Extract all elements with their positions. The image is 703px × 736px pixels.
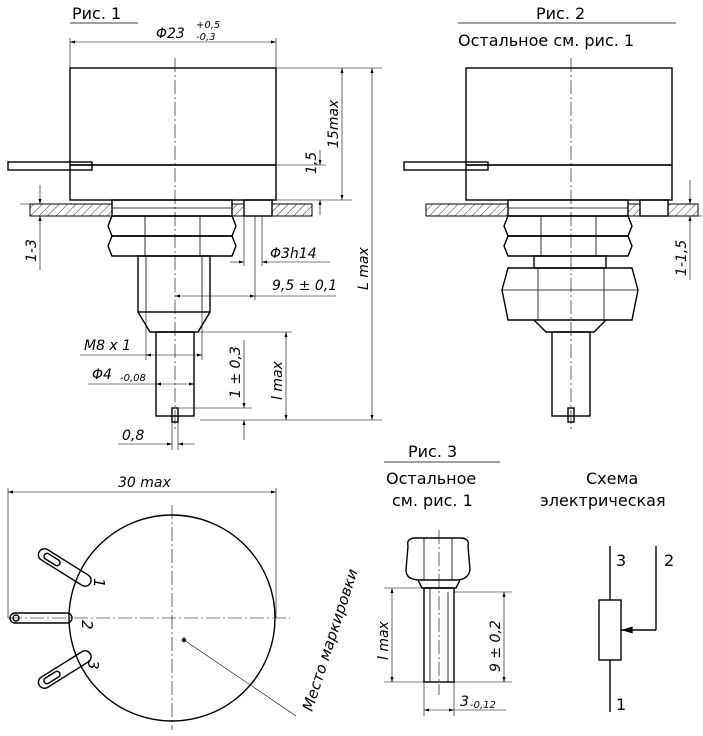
fig2-subtitle: Остальное см. рис. 1 xyxy=(458,31,634,50)
fig1-dim-1-3: 1-3 xyxy=(24,239,40,262)
schematic-title-1: Схема xyxy=(586,469,638,488)
resistor xyxy=(598,599,622,661)
figure-3: Рис. 3 Остальное см. рис. 1 l max 9 ± 0,… xyxy=(376,442,512,716)
fig1-nut xyxy=(107,215,237,237)
fig2-panel xyxy=(425,203,509,217)
fig1-dim-15max: 15max xyxy=(326,99,342,148)
schematic-title-2: электрическая xyxy=(540,491,666,510)
fig1-housing xyxy=(69,67,277,166)
fig3-subtitle-1: Остальное xyxy=(386,469,476,488)
fig1-panel xyxy=(29,203,113,217)
fig1-title: Рис. 1 xyxy=(72,4,121,23)
schematic-pin-2: 2 xyxy=(664,551,674,570)
figure-2: Рис. 2 Остальное см. рис. 1 1-1,5 xyxy=(403,4,702,430)
bottom-view: 30 max 1 2 3 Место маркировки xyxy=(7,475,362,730)
fig1-dim-1-03: 1 ± 0,3 xyxy=(228,346,244,398)
terminal-3 xyxy=(37,650,92,689)
fig1-housing-base xyxy=(69,164,277,201)
fig1-dim-phi4-tol: -0,08 xyxy=(120,373,146,384)
bottom-pin-1: 1 xyxy=(90,578,108,588)
terminal-2 xyxy=(9,612,73,624)
fig1-dim-tol-upper: +0,5 xyxy=(196,20,220,31)
terminal-1 xyxy=(37,548,92,587)
bottom-dim-30: 30 max xyxy=(118,475,171,491)
fig3-dim-9: 9 ± 0,2 xyxy=(488,620,504,672)
fig3-dim-l: l max xyxy=(376,620,392,660)
fig3-dim-3-tol: -0,12 xyxy=(470,700,496,711)
bottom-pin-3: 3 xyxy=(84,660,102,670)
schematic-pin-3: 3 xyxy=(616,551,626,570)
fig1-dim-9-5: 9,5 ± 0,1 xyxy=(272,278,337,294)
fig1-dim-L: L max xyxy=(356,247,372,290)
fig1-dim-diameter: Φ23 xyxy=(156,26,185,42)
fig1-terminal xyxy=(7,161,93,171)
fig1-dim-m8: M8 x 1 xyxy=(84,338,131,354)
schematic-pin-1: 1 xyxy=(616,695,626,714)
fig2-nut-large xyxy=(501,267,639,321)
fig2-nut-small xyxy=(503,215,633,237)
fig1-dim-phi4: Φ4 xyxy=(92,367,112,383)
fig1-dim-phi3: Φ3h14 xyxy=(270,246,317,262)
fig3-dim-3: 3 xyxy=(460,694,469,710)
bottom-pin-2: 2 xyxy=(78,620,96,630)
fig1-dim-0-8: 0,8 xyxy=(122,428,144,444)
marking-label: Место маркировки xyxy=(299,566,362,713)
fig2-title: Рис. 2 xyxy=(536,4,585,23)
fig1-dim-tol-lower: -0,3 xyxy=(196,32,216,43)
fig2-dim-1-1-5: 1-1,5 xyxy=(674,240,690,276)
fig3-title: Рис. 3 xyxy=(408,442,457,461)
fig3-knob xyxy=(405,537,471,581)
figure-1: Рис. 1 Φ23 +0,5 -0,3 xyxy=(7,4,382,450)
fig1-dim-1-5: 1,5 xyxy=(304,152,320,174)
electrical-schematic: Схема электрическая 3 2 1 xyxy=(540,469,674,714)
fig1-dim-l: l max xyxy=(270,360,286,400)
fig1-bushing xyxy=(137,255,211,313)
fig2-terminal xyxy=(403,161,489,171)
fig3-subtitle-2: см. рис. 1 xyxy=(392,491,473,510)
fig2-housing xyxy=(465,67,673,166)
